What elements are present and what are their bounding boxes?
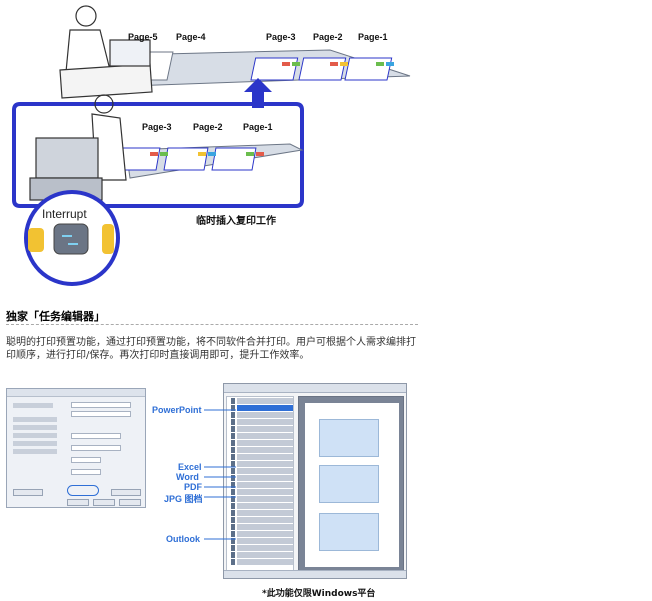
editor-status-bar <box>224 570 406 578</box>
interrupt-queue-label: Page-3 <box>142 122 172 132</box>
source-label-jpg: JPG 图档 <box>164 494 203 504</box>
preview-slide <box>319 419 379 457</box>
source-label-powerpoint: PowerPoint <box>152 405 202 415</box>
preview-slide <box>319 465 379 503</box>
lower-pages <box>115 147 264 171</box>
top-queue-label: Page-5 <box>128 32 158 42</box>
job-tree-panel <box>226 396 294 572</box>
top-queue-label: Page-1 <box>358 32 388 42</box>
top-queue-label: Page-4 <box>176 32 206 42</box>
interrupt-queue-label: Page-2 <box>193 122 223 132</box>
up-arrow-icon <box>244 78 272 108</box>
interrupt-caption: 临时插入复印工作 <box>196 216 276 227</box>
preview-slide <box>319 513 379 551</box>
person-at-desk <box>59 5 153 99</box>
interrupt-frame <box>12 102 304 208</box>
printing-illustration: Page-5 Page-4 Page-3 Page-2 Page-1 Page-… <box>0 0 652 295</box>
source-label-word: Word <box>176 472 199 482</box>
source-label-outlook: Outlook <box>166 534 200 544</box>
top-queue-label: Page-3 <box>266 32 296 42</box>
print-settings-dialog-screenshot <box>6 388 146 508</box>
editor-toolbar <box>224 384 406 393</box>
top-queue-label: Page-2 <box>313 32 343 42</box>
source-label-pdf: PDF <box>184 482 202 492</box>
interrupt-button-icon <box>53 223 89 255</box>
yellow-key-icon-left <box>28 228 44 252</box>
job-editor-screenshot <box>223 383 407 579</box>
section-description: 聪明的打印预置功能，通过打印预置功能，将不同软件合并打印。用户可根据个人需求编排… <box>6 337 416 361</box>
interrupt-label: Interrupt <box>42 207 87 221</box>
print-queue-drawing <box>12 5 411 286</box>
dialog-tabs <box>7 389 145 397</box>
section-title: 独家「任务编辑器」 <box>6 310 105 323</box>
interrupt-queue-label: Page-1 <box>243 122 273 132</box>
yellow-key-icon <box>102 224 114 254</box>
divider <box>6 324 418 325</box>
job-editor-highlight <box>67 485 99 496</box>
source-label-excel: Excel <box>178 462 202 472</box>
person-at-printer <box>29 94 127 201</box>
footnote: *此功能仅限Windows平台 <box>262 589 376 599</box>
